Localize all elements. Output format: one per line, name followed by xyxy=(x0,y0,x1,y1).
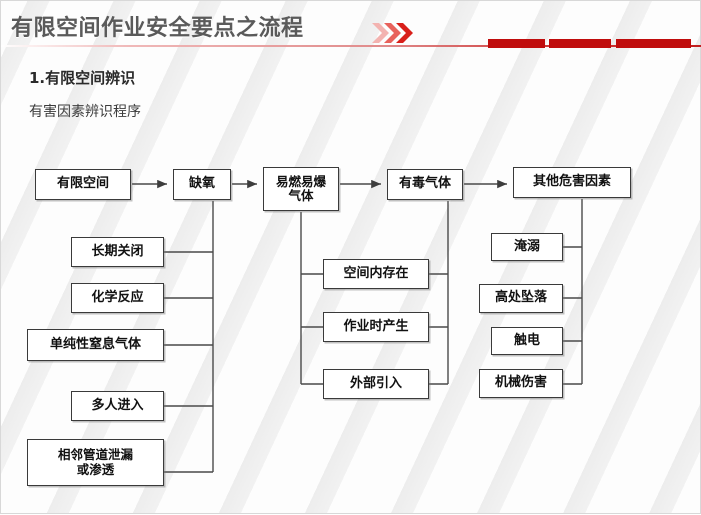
flow-node-label: 相邻管道泄漏或渗透 xyxy=(57,447,133,477)
triple-chevron-right-icon xyxy=(372,23,413,43)
flow-node-label: 多人进入 xyxy=(91,397,144,413)
flow-node-label: 作业时产生 xyxy=(343,318,409,334)
header-accent-bar-2 xyxy=(549,39,611,48)
n-electrocution[interactable]: 触电 xyxy=(491,327,563,355)
flow-node-label: 长期关闭 xyxy=(91,243,144,259)
header-accent-bar-1 xyxy=(488,39,545,48)
flow-node-label: 化学反应 xyxy=(91,289,144,305)
n-flammable-gas[interactable]: 易燃易爆气体 xyxy=(263,167,339,211)
n-confined-space[interactable]: 有限空间 xyxy=(35,169,131,200)
n-toxic-gas[interactable]: 有毒气体 xyxy=(387,169,463,200)
n-long-closed[interactable]: 长期关闭 xyxy=(71,237,164,267)
flow-node-label: 缺氧 xyxy=(188,176,215,192)
flow-node-label: 易燃易爆气体 xyxy=(275,173,326,203)
n-exists-inside[interactable]: 空间内存在 xyxy=(323,259,429,289)
n-other-hazards[interactable]: 其他危害因素 xyxy=(513,167,631,198)
flow-node-label: 高处坠落 xyxy=(494,290,547,306)
page-title: 有限空间作业安全要点之流程 xyxy=(11,16,304,41)
section-subtitle: 有害因素辨识程序 xyxy=(29,104,141,120)
flow-node-label: 有毒气体 xyxy=(398,176,451,192)
flow-node-label: 触电 xyxy=(513,332,540,348)
flow-node-label: 外部引入 xyxy=(349,375,402,391)
n-during-work[interactable]: 作业时产生 xyxy=(323,312,429,342)
flow-node-label: 机械伤害 xyxy=(494,375,547,391)
n-machine-injury[interactable]: 机械伤害 xyxy=(479,369,563,398)
header-underline xyxy=(1,45,701,47)
section-number-title: 1.有限空间辨识 xyxy=(29,69,136,87)
n-many-people[interactable]: 多人进入 xyxy=(71,391,164,421)
flow-node-label: 有限空间 xyxy=(56,176,109,192)
slide-header: 有限空间作业安全要点之流程 xyxy=(1,1,701,51)
flow-node-label: 淹溺 xyxy=(513,238,540,254)
n-fall[interactable]: 高处坠落 xyxy=(479,284,563,313)
flow-node-label: 空间内存在 xyxy=(343,265,409,281)
n-asphyxiant[interactable]: 单纯性窒息气体 xyxy=(27,329,164,361)
n-pipe-leak[interactable]: 相邻管道泄漏或渗透 xyxy=(27,439,164,486)
n-oxygen-lack[interactable]: 缺氧 xyxy=(173,169,231,200)
header-accent-bar-3 xyxy=(616,39,691,48)
n-external-intro[interactable]: 外部引入 xyxy=(323,369,429,399)
n-drowning[interactable]: 淹溺 xyxy=(491,233,563,261)
flow-node-label: 其他危害因素 xyxy=(532,174,611,190)
n-chem-reaction[interactable]: 化学反应 xyxy=(71,283,164,313)
flow-node-label: 单纯性窒息气体 xyxy=(49,336,141,352)
